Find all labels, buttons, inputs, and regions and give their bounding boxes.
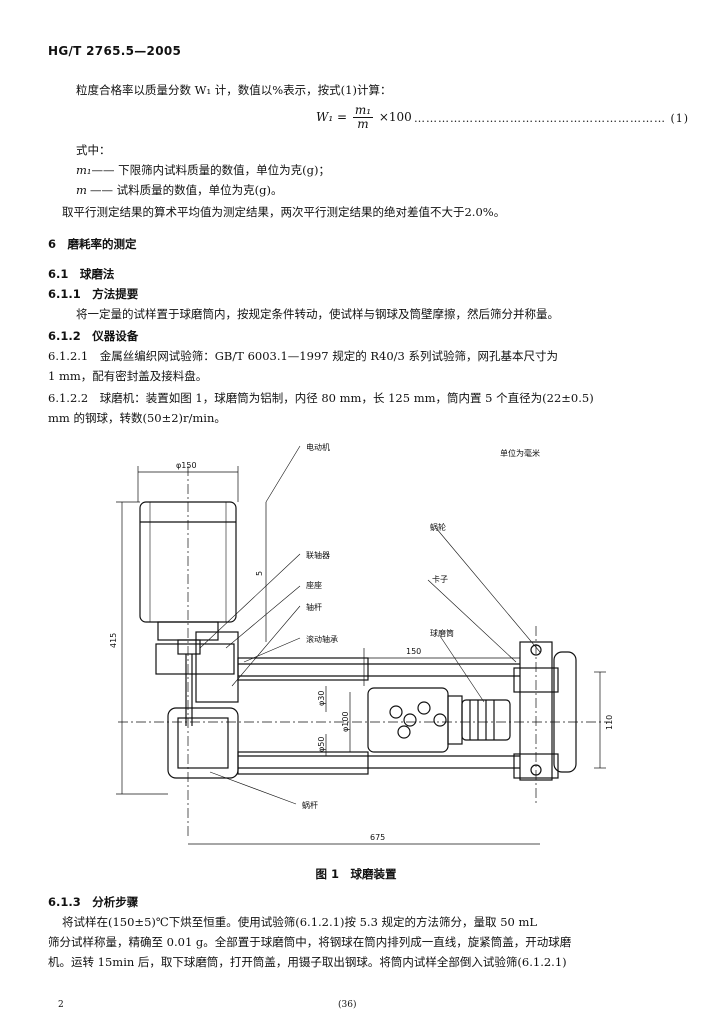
section-6-heading: 6 磨耗率的测定 — [48, 237, 137, 251]
formula-intro: 粒度合格率以质量分数 W₁ 计，数值以%表示，按式(1)计算： — [76, 83, 392, 97]
paragraph-6-1-3-line2: 筛分试样称量，精确至 0.01 g。全部置于球磨筒中，将钢球在筒内排列成一直线，… — [48, 935, 572, 949]
wheel-shape — [553, 651, 577, 773]
label-link: 轴杆 — [306, 602, 322, 612]
worm-housing — [167, 707, 239, 779]
unit-note: 单位为毫米 — [500, 448, 540, 458]
var-desc: —— 试料质量的数值，单位为克(g)。 — [90, 183, 283, 197]
left-bracket — [155, 643, 235, 675]
paragraph-6-1-2-1-cont: 1 mm，配有密封盖及接料盘。 — [48, 369, 208, 383]
var-symbol: m — [76, 183, 87, 197]
figure-caption: 图 1 球磨装置 — [315, 867, 397, 881]
paragraph-6-1-3-line1: 将试样在(150±5)℃下烘至恒重。使用试验筛(6.1.2.1)按 5.3 规定… — [62, 915, 538, 929]
dim-total-length: 675 — [370, 833, 385, 842]
dim-drum-diameter: φ100 — [341, 711, 350, 732]
section-6-1-2-heading: 6.1.2 仪器设备 — [48, 329, 139, 343]
dim-shaft-diameter: φ30 — [317, 691, 326, 706]
formula-lhs: W₁ = — [316, 110, 351, 124]
formula-numerator: m₁ — [352, 103, 374, 118]
dim-height: 415 — [109, 633, 118, 648]
dim-lower-diameter: φ50 — [317, 737, 326, 752]
page-number: (36) — [338, 1000, 357, 1010]
equation-number: ……………………………………………………… (1) — [414, 112, 690, 125]
dim-drum-length: 150 — [406, 647, 421, 656]
var-desc: —— 下限筛内试料质量的数值，单位为克(g)； — [91, 163, 331, 177]
doc-header: HG/T 2765.5—2005 — [48, 44, 182, 58]
result-note: 取平行测定结果的算术平均值为测定结果，两次平行测定结果的绝对差值不大于2.0%。 — [62, 205, 506, 219]
label-drum: 球磨筒 — [430, 628, 454, 638]
where-label: 式中： — [76, 143, 111, 157]
var-symbol: m₁ — [76, 163, 92, 177]
label-motor: 电动机 — [306, 442, 330, 452]
dim-right-height: 110 — [605, 715, 614, 730]
label-worm: 蜗杆 — [302, 800, 318, 810]
coupling-shape — [177, 639, 201, 655]
corner-mark: 2 — [58, 1000, 64, 1010]
label-coupling: 联轴器 — [306, 550, 330, 560]
formula-denominator: m — [357, 117, 369, 131]
paragraph-6-1-2-1: 6.1.2.1 金属丝编织网试验筛：GB/T 6003.1—1997 规定的 R… — [48, 349, 559, 363]
section-6-1-heading: 6.1 球磨法 — [48, 267, 115, 281]
label-gear: 蜗轮 — [430, 522, 446, 532]
formula: W₁ = m₁ m ×100 — [316, 104, 412, 131]
dim-offset: 5 — [255, 571, 264, 576]
ball-mill-figure: 电动机 单位为毫米 φ150 联轴器 座座 轴杆 滚动轴承 蜗杆 蜗轮 卡子 球… — [109, 442, 614, 845]
formula-rhs: ×100 — [378, 110, 412, 124]
dim-motor-diameter: φ150 — [176, 461, 197, 470]
label-base: 座座 — [306, 580, 322, 590]
paragraph-6-1-2-2-cont: mm 的钢球，转数(50±2)r/min。 — [48, 411, 226, 425]
drum-shape — [367, 687, 449, 753]
paragraph-6-1-3-line3: 机。运转 15min 后，取下球磨筒，打开筒盖，用镊子取出钢球。将筒内试样全部倒… — [48, 955, 567, 969]
section-6-1-3-heading: 6.1.3 分析步骤 — [48, 895, 139, 909]
paragraph-6-1-2-2: 6.1.2.2 球磨机：装置如图 1，球磨筒为铝制，内径 80 mm，长 125… — [48, 391, 594, 405]
label-clamp: 卡子 — [432, 574, 448, 584]
formula-fraction: m₁ m — [352, 103, 374, 131]
paragraph-6-1-1: 将一定量的试样置于球磨筒内，按规定条件转动，使试样与钢球及筒壁摩擦，然后筛分并称… — [76, 307, 559, 321]
var-row: m₁—— 下限筛内试料质量的数值，单位为克(g)； — [76, 162, 330, 178]
var-row: m—— 试料质量的数值，单位为克(g)。 — [76, 182, 283, 198]
label-bearing: 滚动轴承 — [306, 634, 338, 644]
section-6-1-1-heading: 6.1.1 方法提要 — [48, 287, 139, 301]
